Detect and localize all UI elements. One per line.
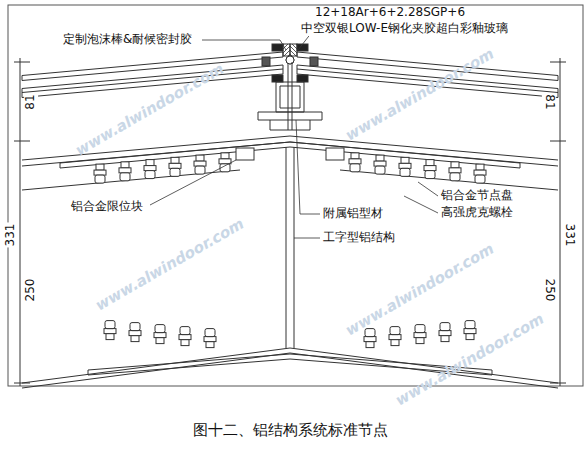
callout-label: 铝合金限位块 — [70, 200, 144, 214]
dimension: 331 — [562, 223, 576, 248]
bolt — [219, 159, 231, 164]
callout-label: 工字型铝结构 — [322, 231, 396, 245]
callout-label: 12+18Ar+6+2.28SGP+6 — [314, 6, 466, 20]
bolt — [121, 162, 129, 168]
dimension: 81 — [542, 93, 556, 110]
frame — [8, 5, 583, 386]
bolt — [156, 338, 164, 344]
callout-label: 高强虎克螺栓 — [440, 206, 514, 220]
bolt — [181, 340, 189, 346]
bolt — [204, 337, 216, 342]
bolt — [221, 153, 229, 159]
bolt — [94, 170, 106, 175]
bolt — [106, 334, 114, 340]
bolt — [119, 168, 131, 173]
callout-label: 中空双银LOW-E钢化夹胶超白彩釉玻璃 — [300, 22, 509, 36]
bolt — [96, 164, 104, 170]
bolt — [130, 323, 140, 331]
dimension: 250 — [24, 278, 38, 303]
bolt — [169, 163, 181, 168]
bolt — [180, 327, 190, 335]
bolt — [131, 336, 139, 342]
dimension: 331 — [4, 223, 18, 248]
bolt — [155, 325, 165, 333]
bolt — [146, 160, 154, 166]
bolt — [205, 329, 215, 337]
bolt — [179, 335, 191, 340]
half-node — [14, 44, 294, 388]
leader-lines — [150, 32, 438, 238]
bolt — [104, 329, 116, 334]
bolt — [194, 161, 206, 166]
caption: 图十二、铝结构系统标准节点 — [193, 421, 388, 440]
watermark: www.alwindoor.com — [92, 215, 248, 315]
bolt — [120, 173, 130, 181]
dimension: 81 — [24, 93, 38, 110]
watermark: www.alwindoor.com — [72, 60, 228, 160]
bolt — [195, 166, 205, 174]
callout-label: 附属铝型材 — [322, 207, 384, 221]
bolt — [95, 175, 105, 183]
bolt — [144, 166, 156, 171]
bolt — [170, 168, 180, 176]
bolt — [196, 155, 204, 161]
dimension: 250 — [542, 278, 556, 303]
bolt — [145, 171, 155, 179]
bolt — [105, 321, 115, 329]
bolt — [154, 333, 166, 338]
callout-label: 定制泡沫棒&耐候密封胶 — [62, 33, 193, 47]
callout-label: 铝合金节点盘 — [440, 189, 514, 203]
bolt — [206, 342, 214, 348]
bolt — [171, 157, 179, 163]
bolt — [129, 331, 141, 336]
